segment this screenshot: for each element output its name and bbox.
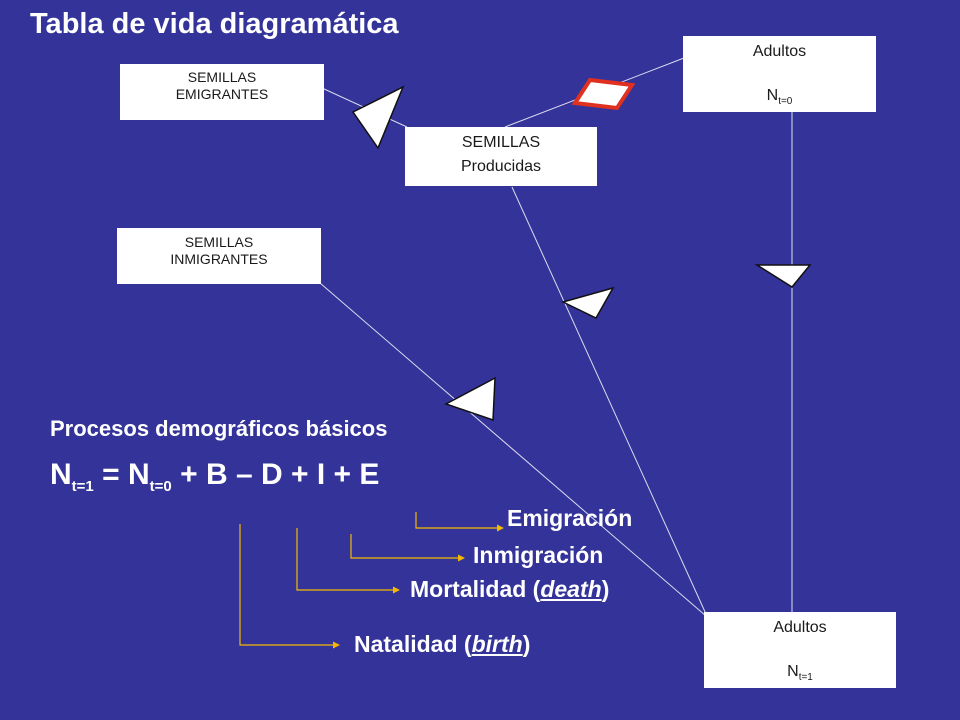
mortalidad-english: death	[540, 576, 602, 602]
page-title: Tabla de vida diagramática	[30, 8, 399, 40]
label-natalidad: Natalidad (birth)	[354, 631, 530, 658]
link-inmigrantes-adultos-t1	[319, 282, 707, 617]
triangle-seed-survival	[560, 286, 615, 319]
processes-title: Procesos demográficos básicos	[50, 416, 388, 441]
box-label: Adultos	[773, 619, 827, 636]
population-n: N	[766, 87, 779, 104]
triangle-survival-adults	[754, 264, 812, 288]
box-line: SEMILLAS	[184, 234, 254, 250]
arrow-inmigracion	[350, 534, 465, 562]
population-n: N	[787, 663, 799, 680]
adultos-t1-box: Adultos Nt=1	[704, 612, 896, 688]
population-equation: Nt=1 = Nt=0 + B – D + I + E	[50, 458, 379, 495]
population-sub: t=0	[778, 96, 793, 108]
population-symbol: Nt=1	[704, 660, 896, 690]
link-producidas-adultos-t1	[511, 186, 707, 615]
box-line: INMIGRANTES	[170, 251, 268, 267]
box-line: Producidas	[460, 158, 542, 175]
adultos-t0-box: Adultos Nt=0	[683, 36, 876, 112]
box-line: EMIGRANTES	[175, 86, 269, 102]
natalidad-english: birth	[471, 631, 523, 657]
equation-rest: + B – D + I + E	[171, 458, 380, 491]
equation-eq: = N	[93, 458, 150, 491]
label-emigracion: Emigración	[507, 505, 633, 531]
mortalidad-close: )	[601, 576, 610, 602]
box-label: Adultos	[752, 43, 807, 60]
label-mortalidad: Mortalidad (death)	[410, 576, 609, 603]
natalidad-close: )	[522, 631, 531, 657]
triangle-emigration	[351, 85, 405, 150]
natalidad-text: Natalidad (	[354, 631, 472, 657]
population-symbol: Nt=0	[683, 84, 876, 114]
arrow-emigracion	[415, 512, 504, 532]
arrow-mortalidad	[296, 528, 400, 594]
label-inmigracion: Inmigración	[473, 542, 604, 568]
semillas-inmigrantes-box: SEMILLAS INMIGRANTES	[117, 228, 321, 284]
equation-lhs: N	[50, 458, 72, 491]
mortalidad-text: Mortalidad (	[410, 576, 541, 602]
box-line: SEMILLAS	[187, 69, 257, 85]
box-line: SEMILLAS	[461, 134, 541, 151]
equation-lhs-sub: t=1	[71, 478, 94, 495]
equation-rhs-sub: t=0	[149, 478, 172, 495]
semillas-emigrantes-box: SEMILLAS EMIGRANTES	[120, 64, 324, 120]
population-sub: t=1	[798, 672, 813, 684]
semillas-producidas-box: SEMILLAS Producidas	[405, 127, 597, 186]
triangle-immigration	[444, 376, 496, 422]
diamond-fecundity	[571, 77, 636, 111]
arrow-natalidad	[239, 524, 340, 649]
